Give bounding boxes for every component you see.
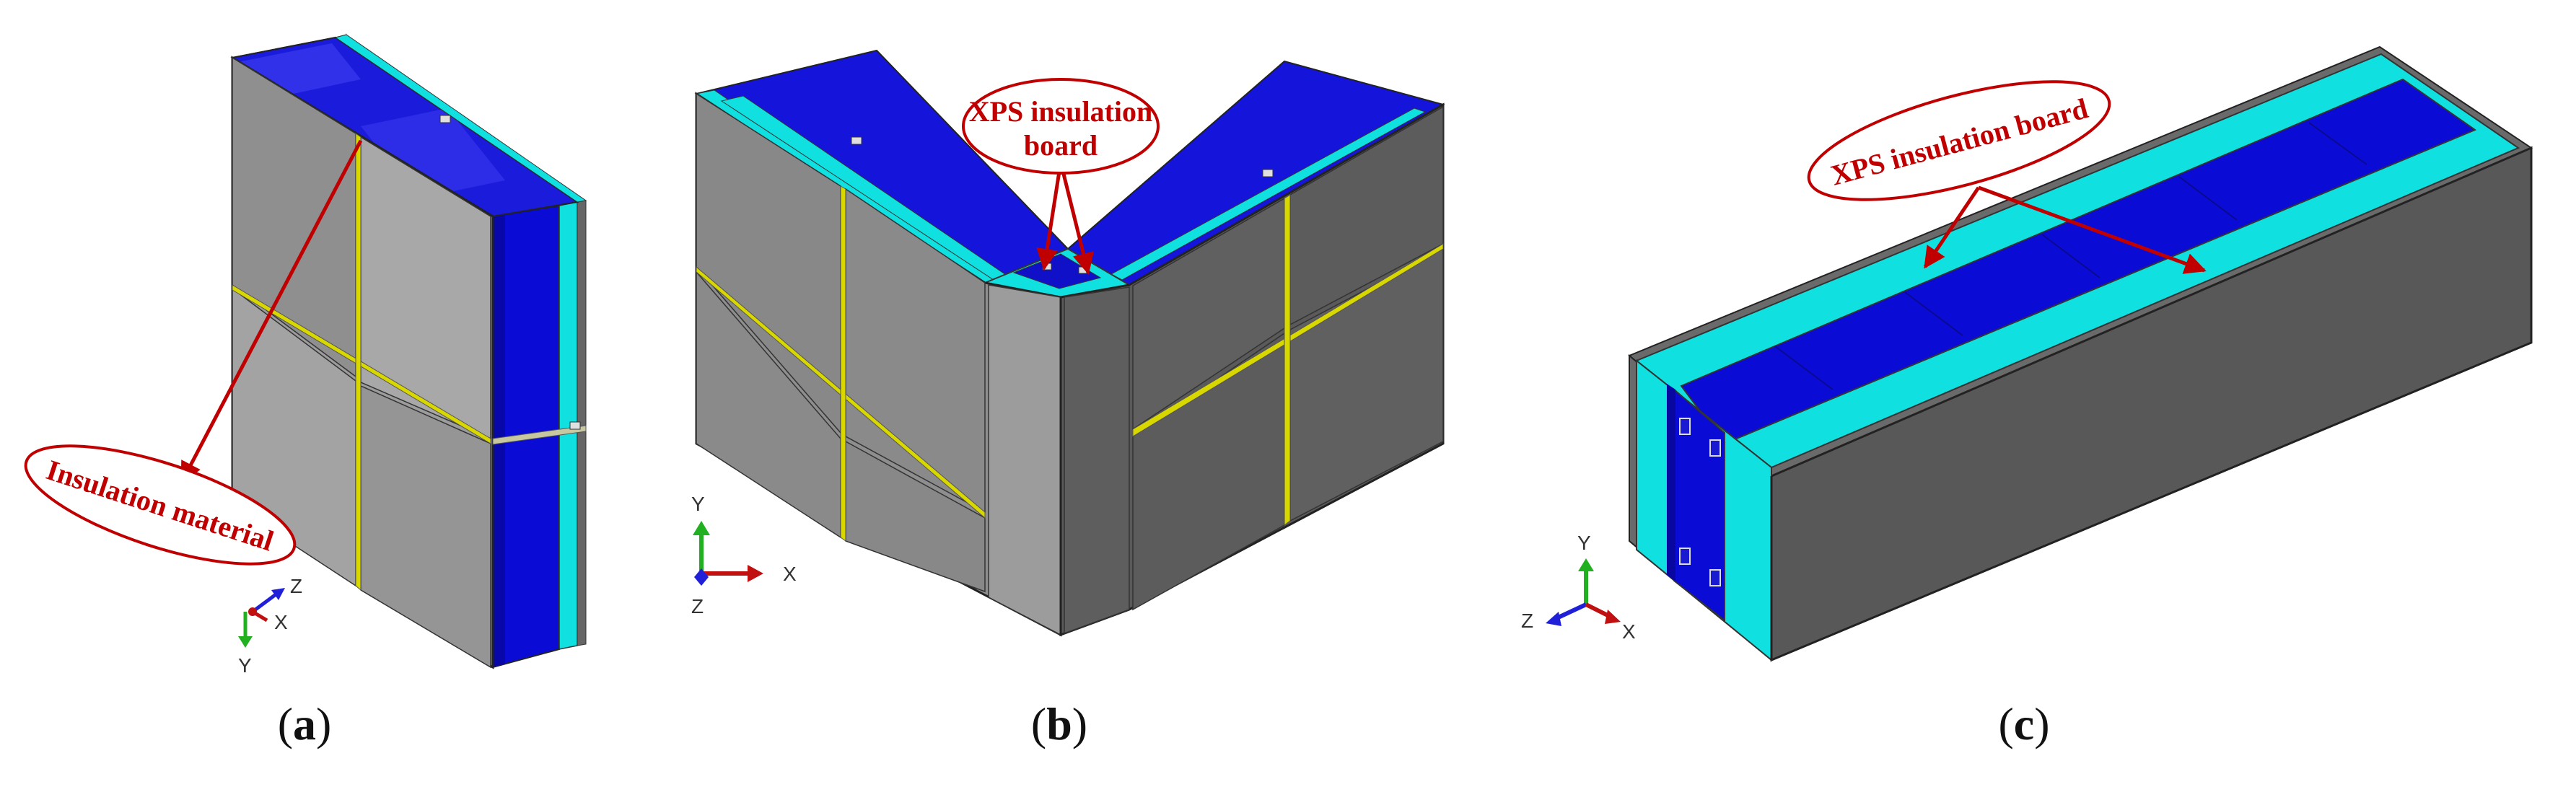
panel-b-bracket-2	[1262, 169, 1274, 177]
panel-b-label: (b)	[1031, 698, 1087, 749]
panel-b-axis-side-label: X	[783, 563, 797, 585]
panel-c-callout-arrow-left	[1923, 186, 1981, 269]
panel-b-axis-down-label: Z	[691, 595, 704, 617]
panel-b-axis-triad: Y X Z	[691, 493, 797, 617]
panel-b-right-corner-panel	[1064, 286, 1130, 635]
panel-b-callout-arrow-right	[1059, 162, 1095, 275]
panel-a-axis-z-line	[251, 591, 279, 614]
panel-a-axis-down-label: Y	[238, 654, 252, 677]
panel-a-callout-arrow	[180, 139, 363, 484]
panel-c-callout-ellipse	[1807, 80, 2111, 201]
panel-c-label: (c)	[1998, 698, 2049, 749]
panel-a-top-cyan-edge	[334, 34, 587, 203]
panel-b-callout-line1: XPS insulation	[969, 95, 1153, 128]
panel-b-axis-x-head	[748, 565, 763, 582]
panel-c-top-line-2	[1904, 291, 1963, 336]
panel-a-joint-vertical	[355, 133, 362, 592]
panel-c-model	[1628, 45, 2533, 662]
panel-a-label: (a)	[278, 698, 332, 749]
panel-b-bracket-1	[851, 136, 862, 145]
panel-b-left-joint-vertical	[840, 185, 846, 542]
panel-b-callout-line2: board	[1024, 129, 1098, 162]
panel-c: XPS insulation board Y Z X (c)	[1521, 45, 2533, 749]
panel-c-axis-y-head	[1578, 558, 1594, 571]
panel-c-bracket-1	[1679, 418, 1691, 435]
panel-c-axis-x-line	[1585, 602, 1612, 619]
panel-a-axis-y-head	[238, 636, 253, 648]
panel-a-axis-up-label: Z	[290, 575, 302, 597]
panel-b-callout-arrow-left	[1036, 162, 1063, 271]
panel-a-top-box-highlight2	[361, 108, 505, 198]
panel-c-bracket-3	[1679, 548, 1691, 565]
panel-b-callout: XPS insulation board	[962, 78, 1160, 175]
panel-c-axis-z-head	[1546, 612, 1561, 626]
panel-a-bracket-2	[569, 421, 581, 430]
panel-c-top-line-4	[2178, 176, 2238, 221]
panel-c-axis-up-label: Y	[1577, 532, 1591, 554]
panel-a-axis-z-head	[271, 588, 285, 600]
panel-b-axis-z-marker	[694, 568, 709, 586]
panel-c-axis-z-line	[1554, 602, 1587, 621]
panel-a-model	[230, 33, 587, 669]
panel-b-model	[694, 49, 1445, 637]
panel-b-right-joint-vertical	[1284, 194, 1291, 526]
panel-c-bracket-4	[1709, 569, 1721, 586]
panel-b-callout-ellipse	[962, 78, 1160, 175]
panel-b-left-corner-panel	[988, 284, 1061, 636]
panel-c-bracket-2	[1709, 439, 1721, 457]
panel-a-axis-side-label: X	[274, 611, 288, 633]
panel-c-top-line-3	[2041, 234, 2100, 278]
panel-b-axis-up-label: Y	[691, 493, 705, 515]
panel-c-axis-right-label: X	[1622, 620, 1636, 643]
panel-a-joint-horizontal	[232, 284, 491, 444]
panel-c-top-line-1	[1774, 346, 1834, 390]
panel-c-callout-arrow-right	[1978, 185, 2207, 274]
panel-b-axis-y-head	[693, 521, 710, 535]
panel-c-axis-triad: Y Z X	[1521, 532, 1636, 643]
panel-a-callout-ellipse	[24, 444, 297, 566]
panel-a-axis-triad: Z X Y	[238, 575, 302, 677]
panel-c-top-line-5	[2308, 122, 2367, 165]
panel-c-axis-x-head	[1605, 610, 1621, 624]
panel-c-end-blue-inner	[1667, 384, 1675, 581]
panel-a-side-joint	[492, 425, 587, 445]
panel-a: Insulation material Z X Y (a)	[24, 33, 587, 749]
panel-b: XPS insulation board Y X Z (b)	[691, 49, 1445, 749]
panel-a-axis-origin	[248, 607, 257, 616]
panel-c-axis-left-label: Z	[1521, 610, 1533, 632]
panel-a-bracket-1	[439, 115, 451, 123]
